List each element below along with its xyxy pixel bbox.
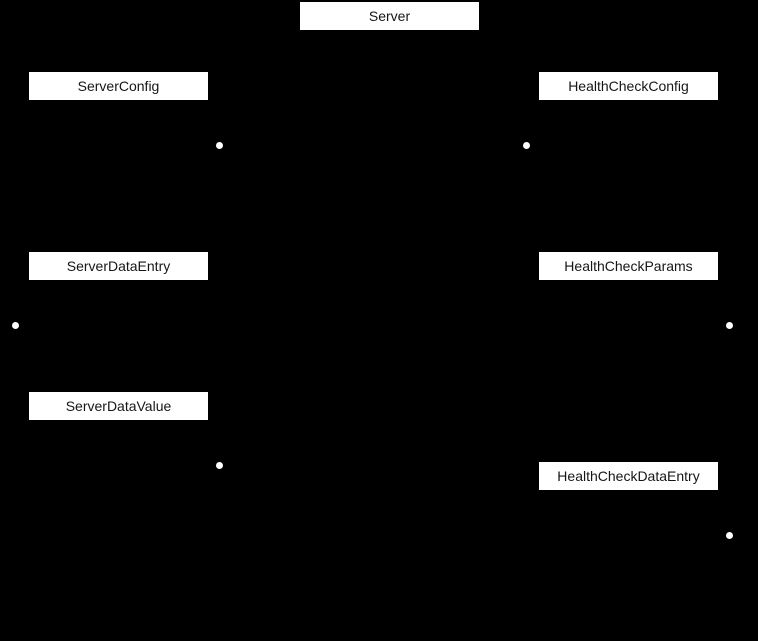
node-server-data-value: ServerDataValue — [29, 392, 208, 420]
connector-dot-icon — [216, 462, 223, 469]
connector-dot-icon — [726, 322, 733, 329]
connector-dot-icon — [523, 142, 530, 149]
connector-dot-icon — [216, 142, 223, 149]
node-server-data-entry: ServerDataEntry — [29, 252, 208, 280]
node-server-config: ServerConfig — [29, 72, 208, 100]
node-server: Server — [300, 2, 479, 30]
node-health-check-data-entry: HealthCheckDataEntry — [539, 462, 718, 490]
node-health-check-params: HealthCheckParams — [539, 252, 718, 280]
node-health-check-config: HealthCheckConfig — [539, 72, 718, 100]
connector-dot-icon — [726, 532, 733, 539]
connector-dot-icon — [12, 322, 19, 329]
